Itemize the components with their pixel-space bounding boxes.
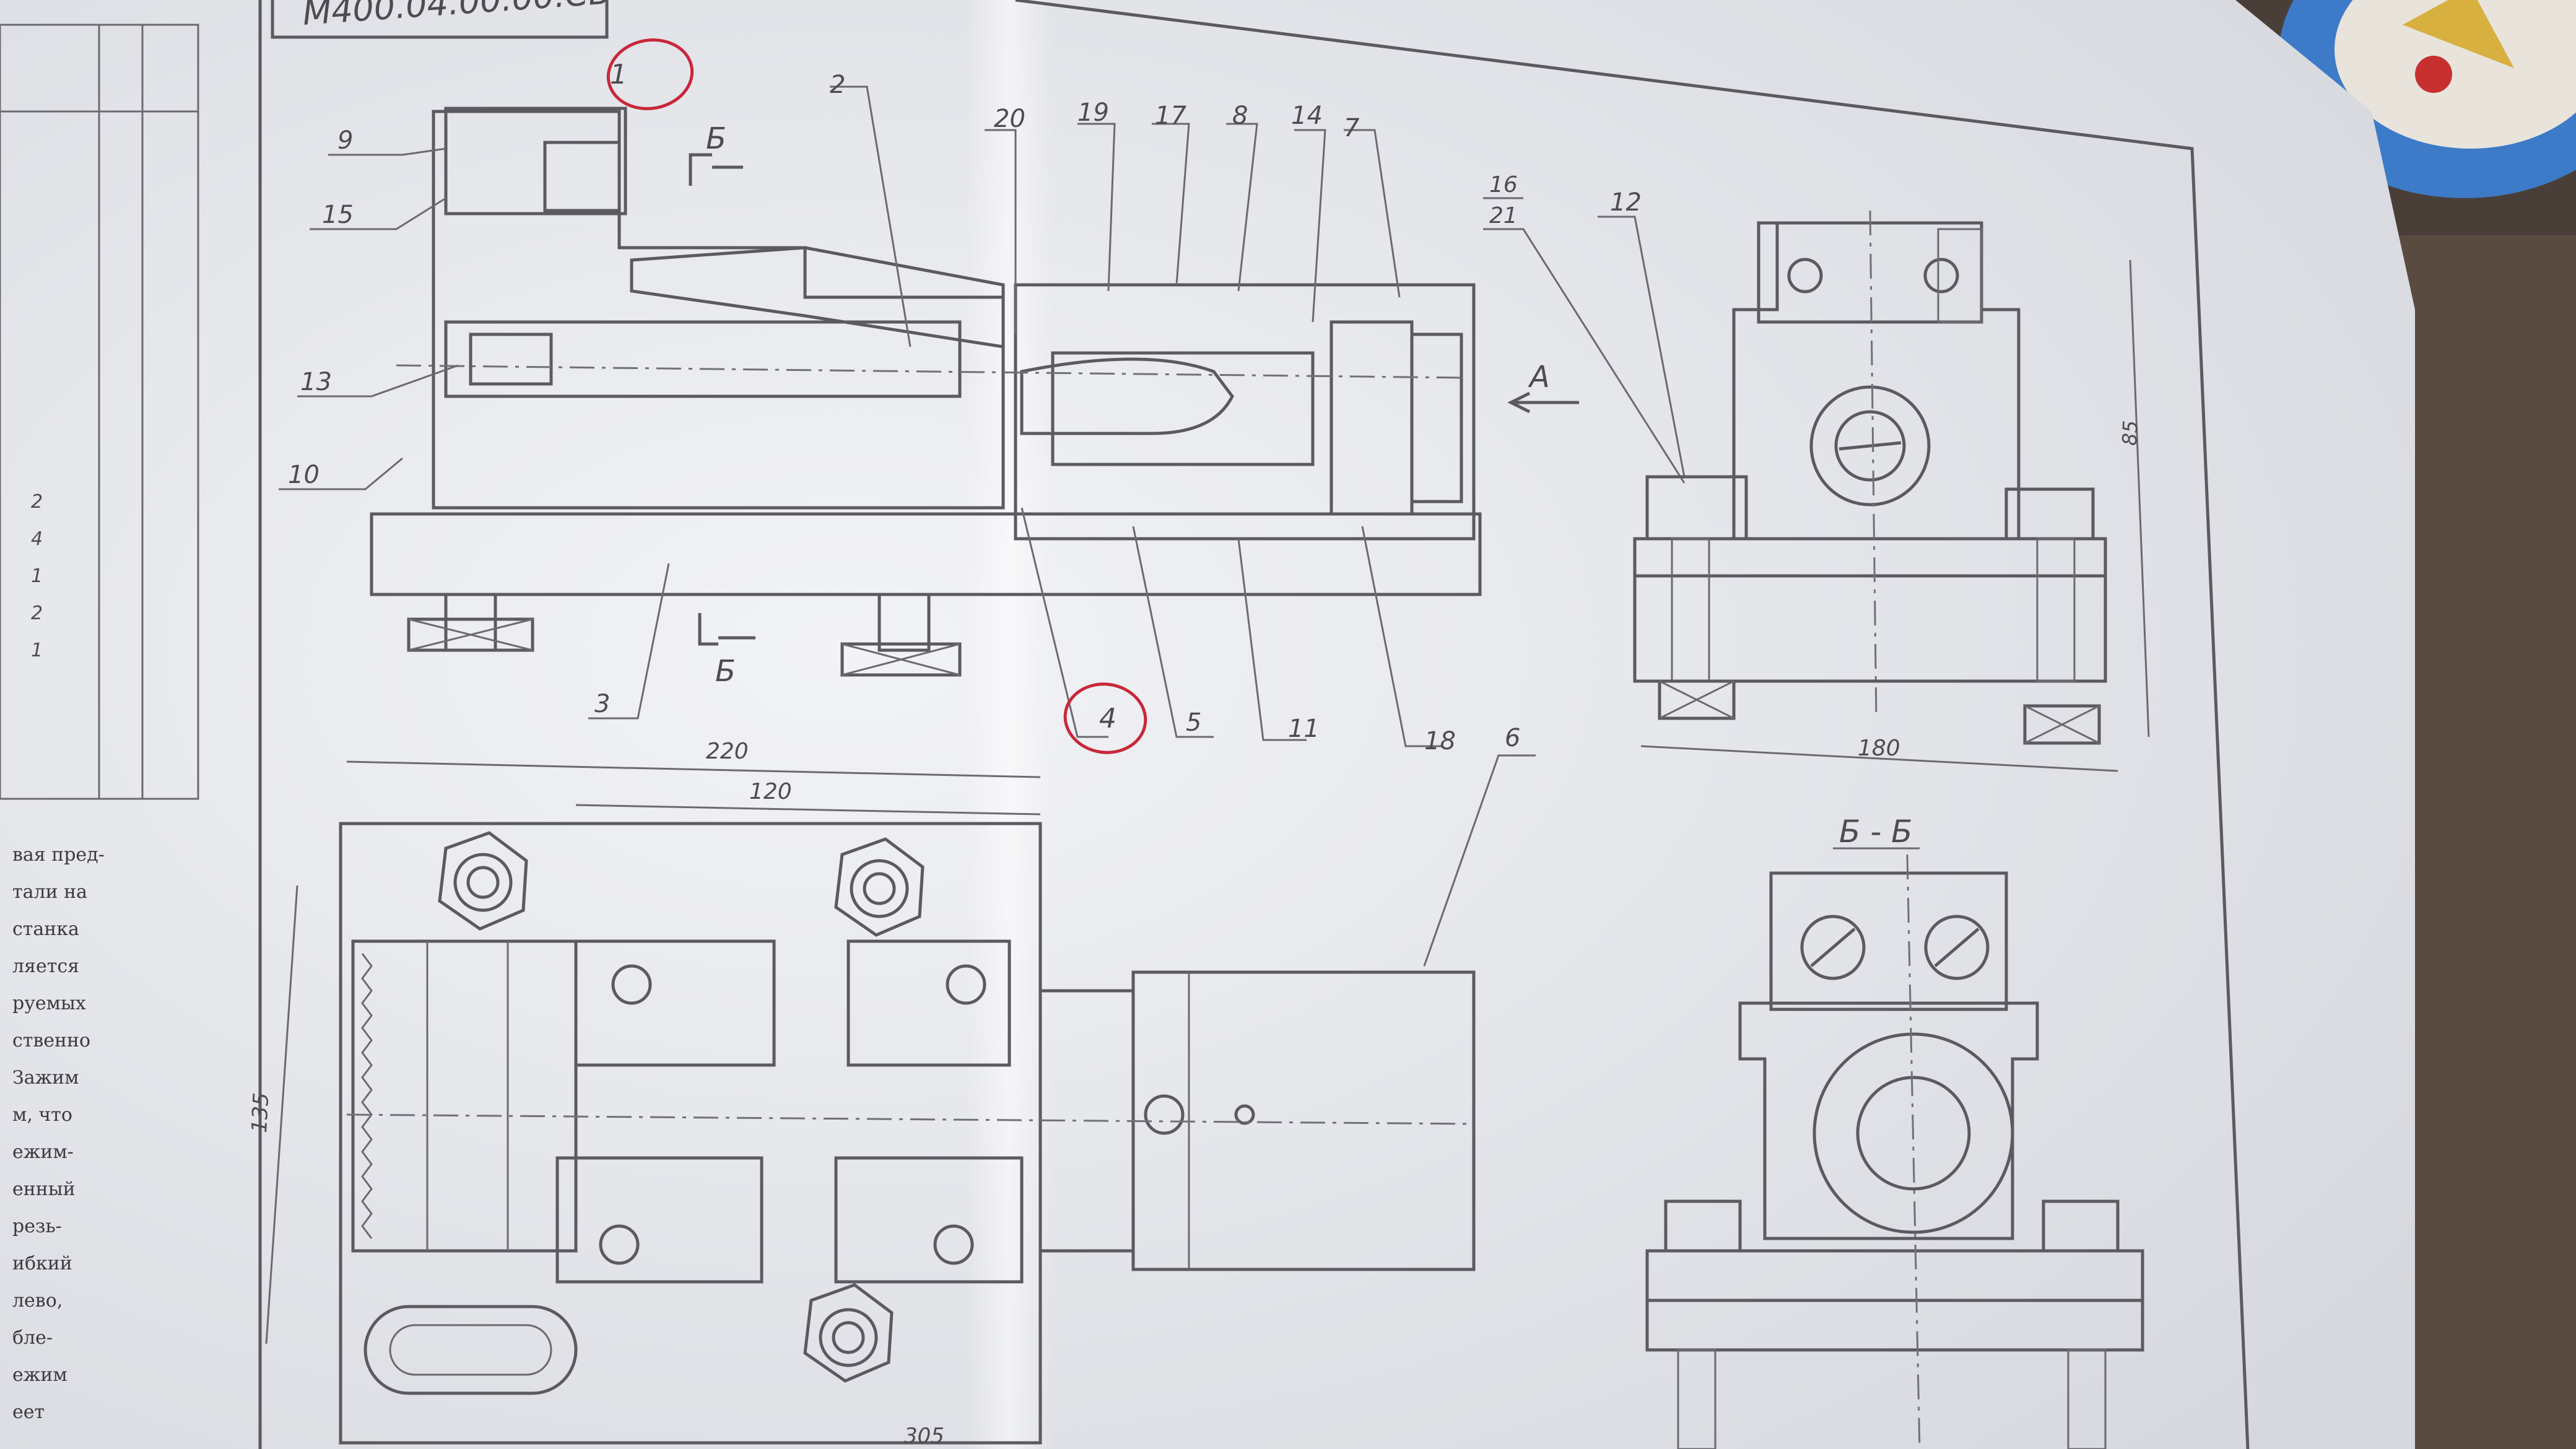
part-label-12: 12 (1610, 188, 1642, 217)
section-title: Б - Б (1839, 814, 1912, 850)
red-annotation-circles (606, 38, 1147, 754)
spec-quantity: 2 (31, 603, 43, 624)
margin-text-line: вая пред- (12, 844, 105, 866)
margin-text-line: руемых (12, 993, 86, 1014)
svg-text:Б: Б (706, 121, 726, 156)
part-label-2: 2 (830, 71, 845, 99)
part-label-11: 11 (1288, 715, 1320, 743)
part-labels: 1 2 3 4 5 6 7 8 9 10 11 12 13 14 15 16 1… (288, 59, 1686, 755)
margin-text-line: лево, (12, 1290, 63, 1312)
part-label-19: 19 (1077, 98, 1109, 127)
front-section-view (370, 107, 1482, 677)
part-label-9: 9 (337, 126, 353, 155)
dim-305: 305 (904, 1424, 944, 1448)
part-label-20: 20 (994, 105, 1025, 133)
margin-text-line: станка (12, 918, 79, 940)
margin-text-line: ибкий (12, 1253, 72, 1274)
part-label-10: 10 (288, 461, 320, 489)
spec-table-column: 2 4 1 2 1 (0, 24, 199, 800)
plate-object (2279, 0, 2576, 198)
part-label-6: 6 (1505, 724, 1520, 752)
section-mark-top: Б (689, 121, 743, 186)
spec-quantity: 4 (31, 528, 43, 550)
margin-text-line: Зажим (12, 1067, 79, 1089)
margin-text-line: тали на (12, 881, 87, 903)
dim-135: 135 (247, 1092, 274, 1134)
part-label-15: 15 (322, 201, 354, 229)
dim-120: 120 (749, 779, 792, 804)
plan-view: 220 120 135 305 (247, 739, 1476, 1448)
part-label-16: 16 (1489, 172, 1518, 198)
margin-text-line: бле- (12, 1327, 53, 1349)
drawing-frame-top-right (1015, 0, 2250, 1449)
margin-text-line: ляется (12, 955, 79, 977)
left-page-text: вая пред-тали на станка ляется руемых ственн… (12, 844, 105, 1423)
dim-85: 85 (2118, 420, 2142, 446)
part-label-17: 17 (1155, 102, 1186, 130)
margin-text-line: енный (12, 1178, 76, 1200)
part-label-4: 4 (1099, 703, 1116, 734)
margin-text-line: ственно (12, 1030, 90, 1051)
margin-text-line: еет (12, 1401, 45, 1423)
section-mark-bottom: Б (698, 613, 755, 689)
spec-quantity: 1 (31, 640, 43, 661)
dim-180: 180 (1858, 736, 1900, 761)
margin-text-line: резь- (12, 1216, 62, 1237)
part-label-18: 18 (1424, 727, 1456, 755)
paper-sheet (0, 0, 2415, 1449)
side-view-a: 180 85 (1633, 210, 2150, 772)
margin-text-line: ежим (12, 1364, 67, 1386)
part-label-7: 7 (1344, 114, 1360, 142)
part-label-21: 21 (1489, 203, 1518, 228)
part-label-3: 3 (594, 690, 610, 718)
view-arrow-a: А (1507, 360, 1579, 414)
section-b-b: Б - Б (1645, 814, 2144, 1449)
part-label-5: 5 (1186, 708, 1201, 737)
part-label-8: 8 (1232, 102, 1248, 130)
part-label-13: 13 (300, 368, 332, 396)
margin-text-line: м, что (12, 1104, 72, 1126)
margin-text-line: ежим- (12, 1141, 74, 1163)
svg-text:Б: Б (715, 654, 736, 689)
spec-quantity: 2 (31, 491, 43, 513)
spec-quantity: 1 (31, 565, 43, 587)
part-label-14: 14 (1291, 102, 1323, 130)
dim-220: 220 (706, 739, 749, 764)
svg-text:А: А (1528, 360, 1550, 394)
leader-lines (279, 85, 1536, 967)
